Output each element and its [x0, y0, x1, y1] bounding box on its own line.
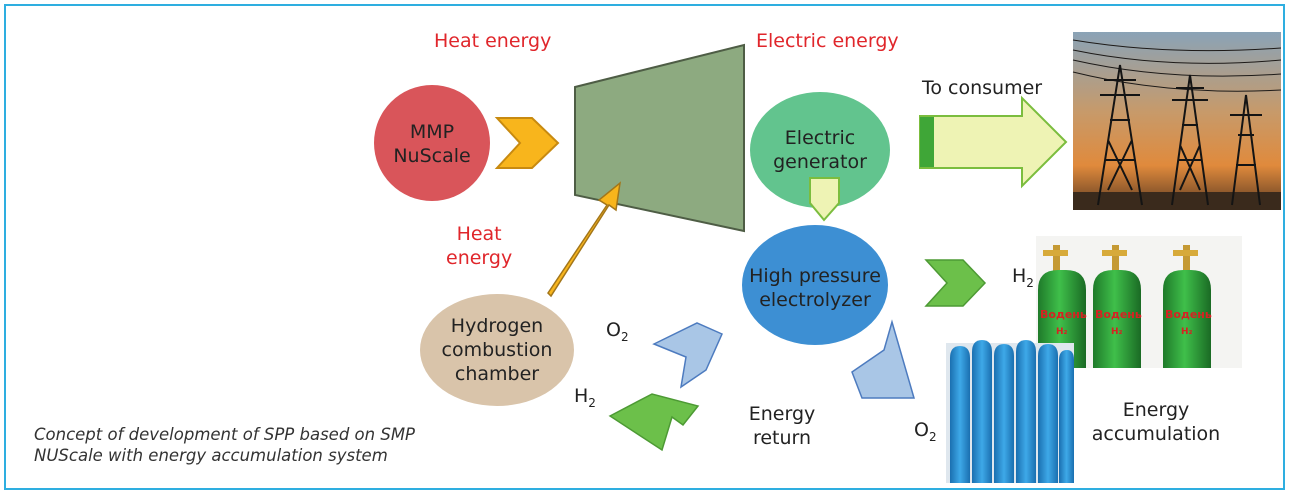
electrolyzer-node: [742, 225, 888, 345]
energy-accumulation-label: Energy accumulation: [1091, 399, 1221, 445]
tank-marking: Водень: [1040, 308, 1087, 321]
h2-return-label: H2: [574, 384, 596, 415]
h2-return-chevron: [608, 393, 700, 452]
h2-output-label: H2: [1012, 264, 1034, 295]
tank-marking: Водень: [1095, 308, 1142, 321]
o2-return-sub: 2: [620, 329, 629, 344]
h2-output-sub: 2: [1026, 275, 1034, 290]
svg-text:H₂: H₂: [1181, 327, 1193, 337]
electric-energy-label: Electric energy: [756, 30, 899, 52]
svg-text:H₂: H₂: [1056, 327, 1068, 337]
turbine-shape: [574, 43, 745, 233]
heat-chevron-arrow: [494, 117, 560, 169]
generator-node: [750, 92, 890, 208]
to-consumer-label: To consumer: [922, 77, 1043, 99]
o2-return-chevron: [652, 322, 723, 389]
o2-output-main: O: [914, 419, 929, 441]
h2-return-sub: 2: [588, 395, 596, 410]
heat-energy-top-label: Heat energy: [434, 30, 552, 52]
energy-return-label: Energy return: [748, 403, 816, 449]
to-consumer-arrow: [919, 95, 1068, 189]
mmp-nuscale-node: [374, 85, 490, 201]
o2-output-sub: 2: [928, 429, 937, 444]
o2-return-main: O: [606, 319, 621, 341]
svg-text:H₂: H₂: [1111, 327, 1123, 337]
h2-output-chevron: [924, 259, 987, 307]
tank-marking: Водень: [1165, 308, 1212, 321]
power-down-chevron: [809, 177, 840, 222]
o2-output-label: O2: [914, 418, 937, 449]
electrolyzer-label: High pressure electrolyzer: [749, 265, 881, 311]
o2-return-label: O2: [606, 318, 629, 349]
h2-output-main: H: [1012, 265, 1027, 287]
h2-return-main: H: [574, 385, 589, 407]
mmp-nuscale-label: MMP NuScale: [393, 121, 471, 167]
power-lines-image: [1072, 32, 1282, 210]
return-heat-arrow: [547, 181, 622, 298]
oxygen-tanks-image: [946, 340, 1074, 483]
hydrogen-tanks-image: Водень Водень Водень H₂ H₂ H₂: [1036, 236, 1242, 368]
combustion-chamber-label: Hydrogen combustion chamber: [441, 315, 553, 385]
figure-caption: Concept of development of SPP based on S…: [34, 425, 415, 465]
combustion-chamber-node: [420, 294, 574, 406]
o2-output-chevron: [851, 319, 915, 399]
generator-label: Electric generator: [773, 127, 867, 173]
heat-energy-left-label: Heat energy: [446, 223, 513, 269]
